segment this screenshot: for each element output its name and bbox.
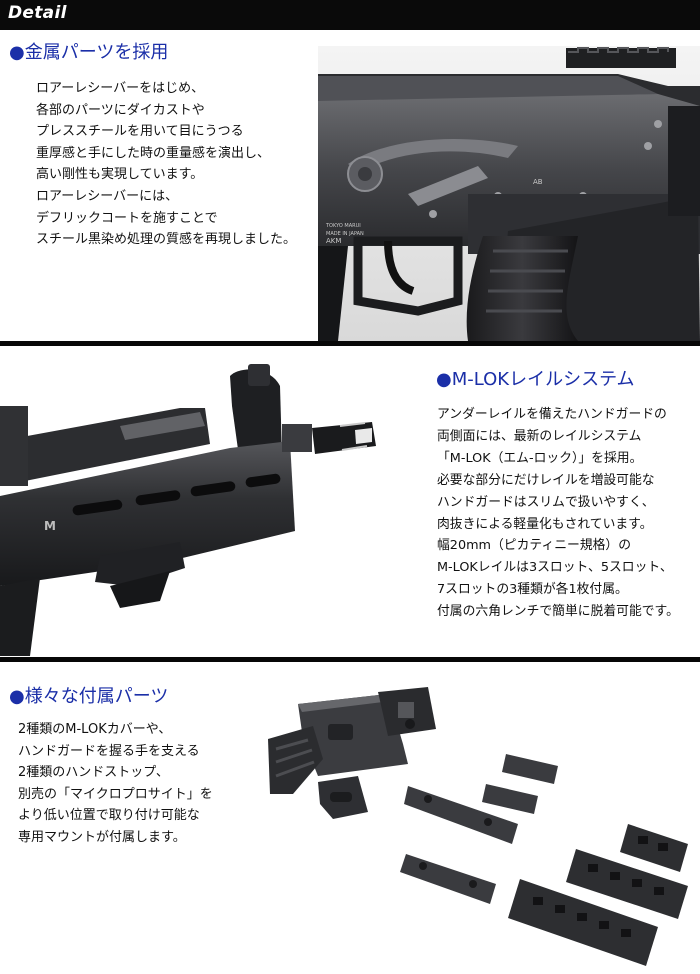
text-line: ハンドガードはスリムで扱いやすく、 [437, 494, 655, 510]
section-heading-metal-parts: ●金属パーツを採用 [9, 42, 169, 63]
text-line: M-LOKレイルは3スロット、5スロット、 [437, 560, 673, 576]
mlok-rail-3-slot [620, 824, 688, 872]
accessory-parts-photo [258, 684, 700, 974]
section-heading-mlok: ●M-LOKレイルシステム [436, 369, 635, 390]
receiver-marking: AKM [326, 237, 341, 245]
section-divider [0, 341, 700, 346]
header-bar: Detail [0, 0, 700, 30]
text-line: プレススチールを用いて目にうつる [36, 124, 244, 140]
rifle-receiver-photo: TOKYO MARUI MADE IN JAPAN AKM АВ ОД [318, 46, 700, 341]
text-line: 両側面には、最新のレイルシステム [437, 428, 642, 444]
receiver-marking: АВ [533, 178, 543, 186]
mlok-cover-part [482, 754, 558, 814]
mlok-cover-part [400, 786, 518, 904]
text-line: デフリックコートを施すことで [36, 210, 218, 226]
mlok-rail-5-slot [566, 849, 688, 919]
text-line: 2種類のM-LOKカバーや、 [18, 722, 172, 737]
text-line: ロアーレシーバーをはじめ、 [36, 81, 205, 96]
text-line: ロアーレシーバーには、 [36, 188, 179, 204]
page-title: Detail [8, 3, 67, 23]
sight-mount-part [298, 694, 408, 776]
text-line: 「M-LOK（エム-ロック）」を採用。 [437, 450, 643, 466]
section-text-metal-parts: ロアーレシーバーをはじめ、 各部のパーツにダイカストや プレススチールを用いて目… [36, 78, 296, 251]
text-line: ハンドガードを握る手を支える [18, 743, 200, 759]
hand-stop-part [268, 726, 323, 794]
mlok-logo: M [44, 519, 56, 533]
text-line: 7スロットの3種類が各1枚付属。 [437, 582, 628, 598]
section-divider [0, 657, 700, 662]
mount-block-part [378, 687, 436, 736]
text-line: より低い位置で取り付け可能な [18, 808, 200, 824]
text-line: 幅20mm（ピカティニー規格）の [437, 538, 632, 554]
mlok-handguard-photo: M [0, 346, 430, 656]
text-line: アンダーレイルを備えたハンドガードの [437, 407, 667, 422]
text-line: 付属の六角レンチで簡単に脱着可能です。 [437, 604, 679, 620]
text-line: 2種類のハンドストップ、 [18, 765, 169, 781]
mlok-rail-7-slot [508, 879, 658, 966]
text-line: 別売の「マイクロプロサイト」を [18, 786, 213, 802]
section-text-mlok: アンダーレイルを備えたハンドガードの 両側面には、最新のレイルシステム 「M-L… [437, 404, 679, 623]
text-line: 肉抜きによる軽量化もされています。 [437, 516, 653, 532]
text-line: 専用マウントが付属します。 [18, 829, 186, 845]
text-line: 必要な部分にだけレイルを増設可能な [437, 472, 655, 488]
receiver-marking: TOKYO MARUI [325, 223, 361, 229]
section-heading-accessories: ●様々な付属パーツ [9, 686, 169, 707]
text-line: スチール黒染め処理の質感を再現しました。 [36, 232, 297, 248]
hand-stop-part [318, 776, 368, 819]
text-line: 各部のパーツにダイカストや [36, 102, 205, 118]
section-text-accessories: 2種類のM-LOKカバーや、 ハンドガードを握る手を支える 2種類のハンドストッ… [18, 719, 213, 849]
text-line: 重厚感と手にした時の重量感を演出し、 [36, 145, 271, 161]
receiver-marking: MADE IN JAPAN [326, 231, 364, 237]
text-line: 高い剛性も実現しています。 [36, 167, 204, 183]
